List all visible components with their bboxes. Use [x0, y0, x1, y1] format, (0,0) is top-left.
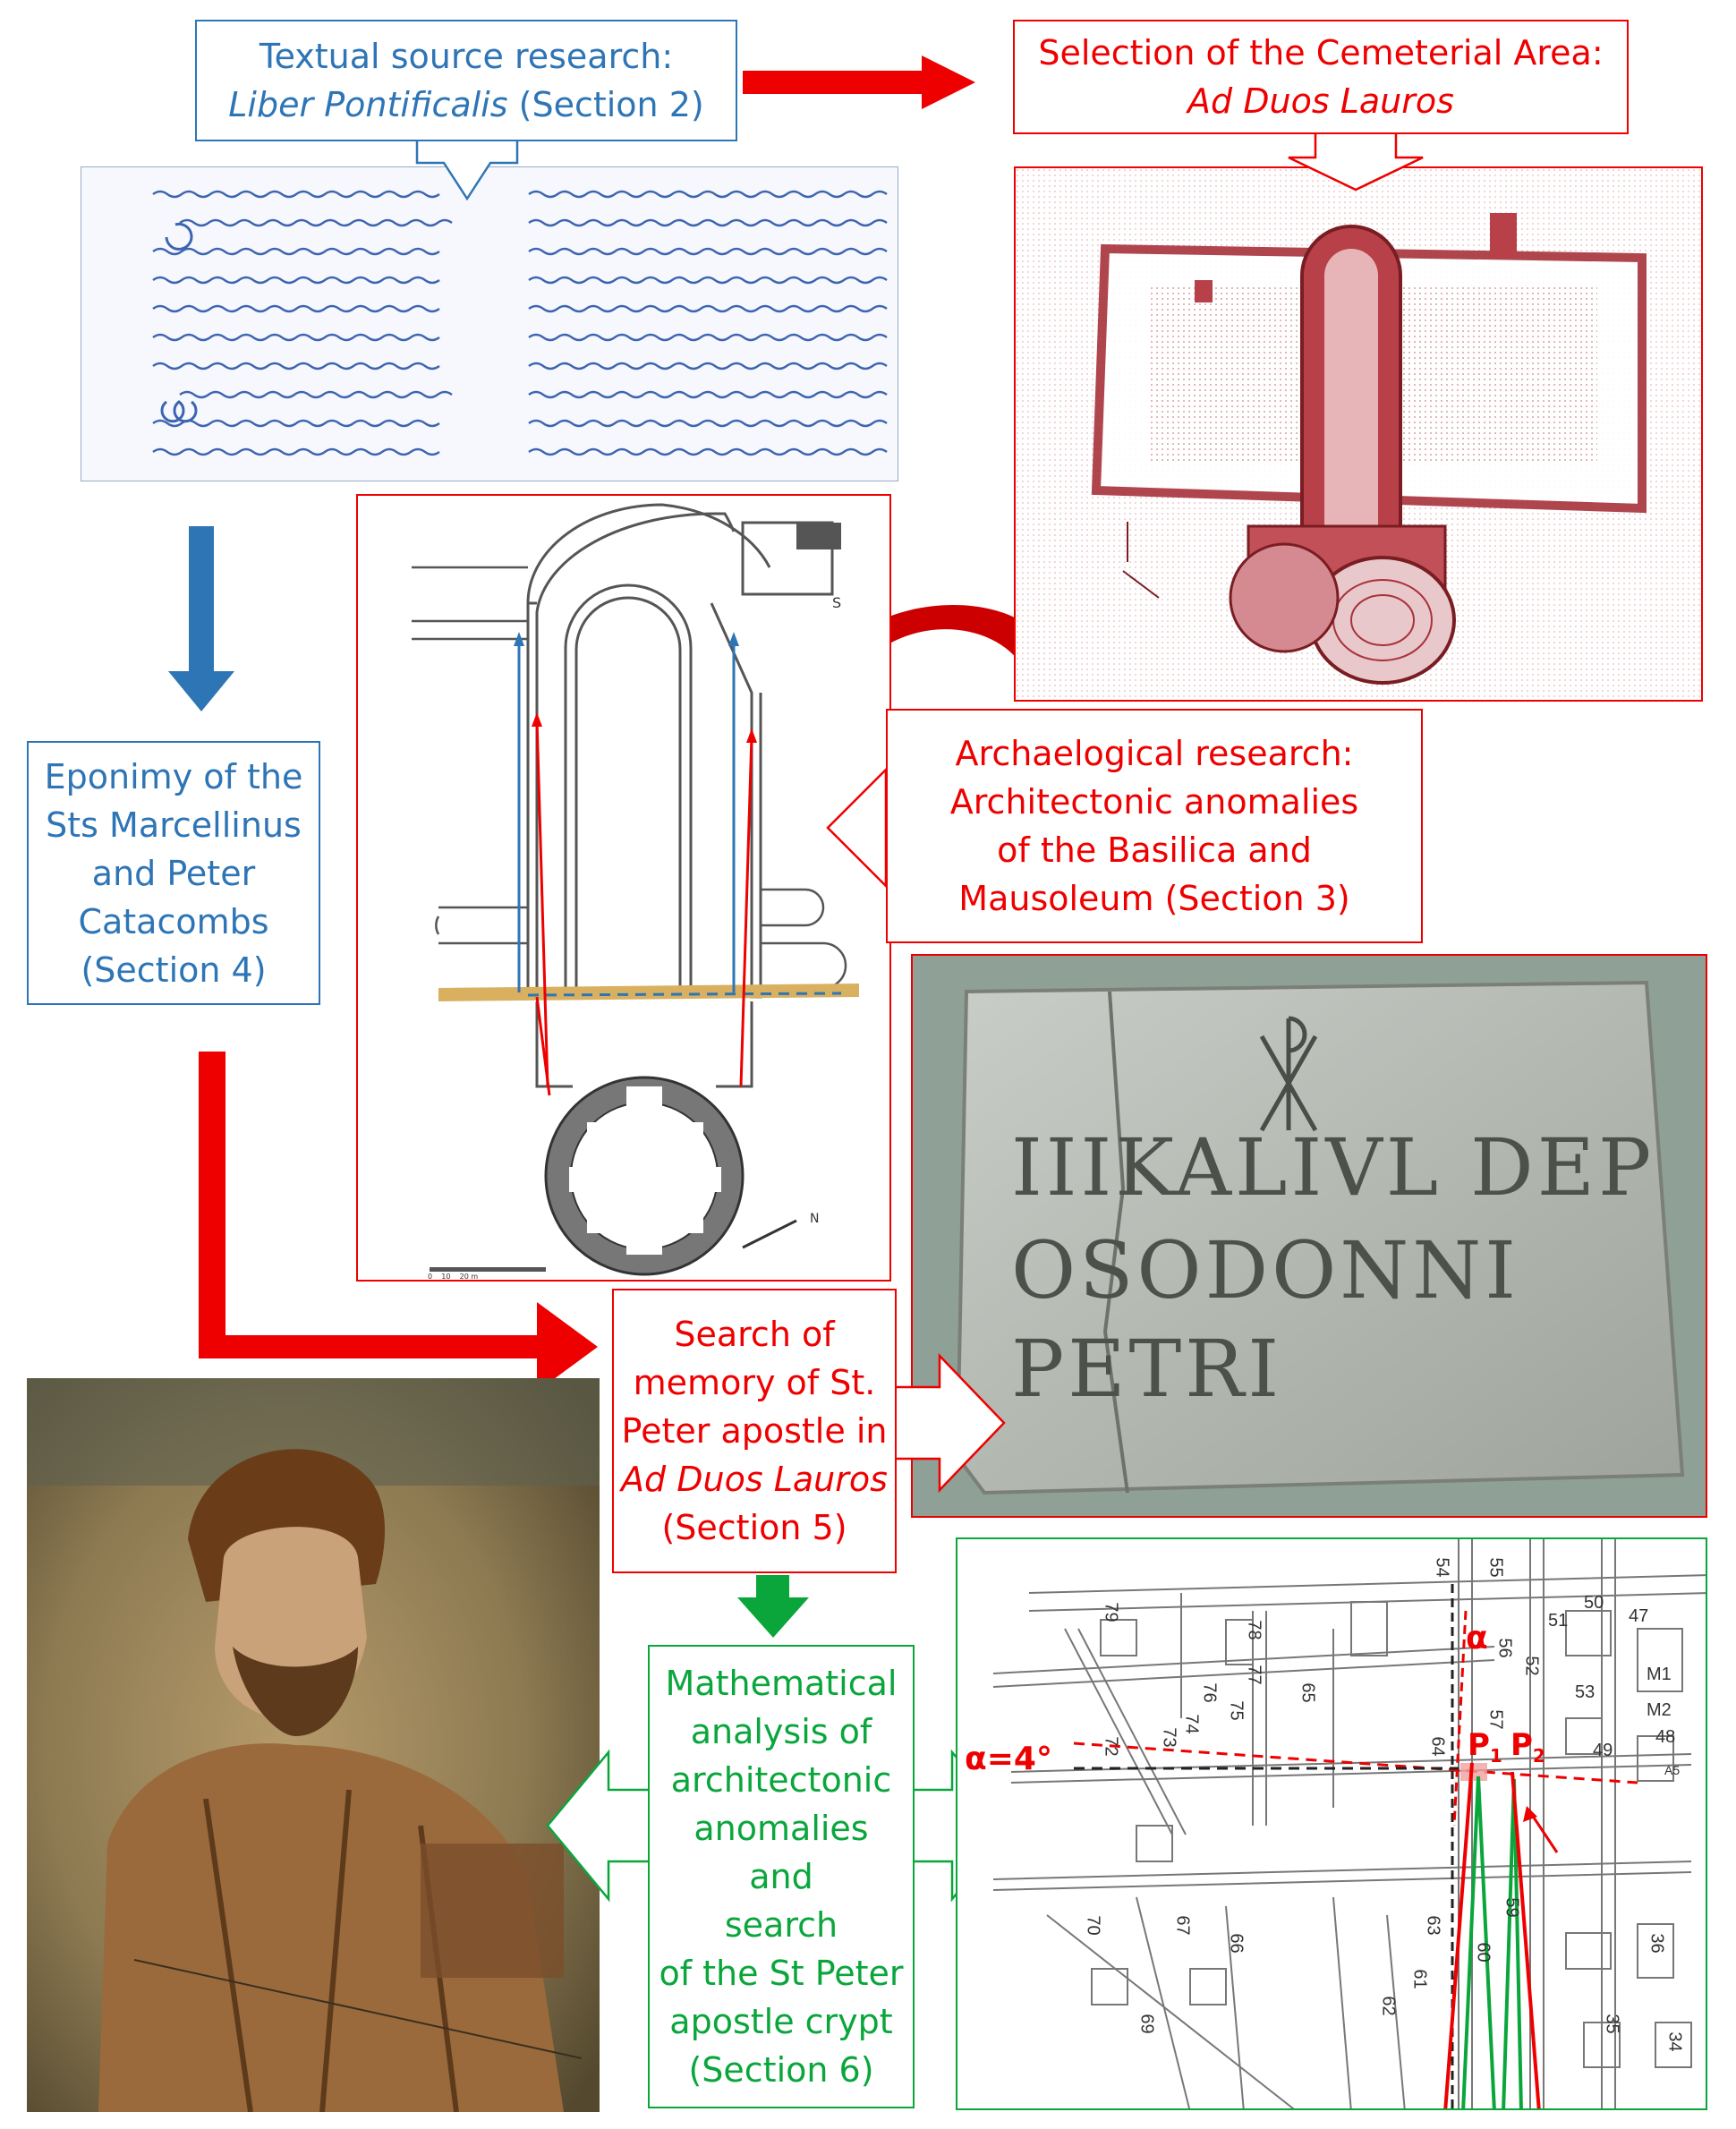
- textual-source-line2: Liber Pontificalis (Section 2): [228, 85, 704, 124]
- manuscript-image: [81, 166, 898, 481]
- map-number: 36: [1647, 1933, 1667, 1954]
- basilica-plan-image: S N 0 10 20 m: [356, 494, 891, 1282]
- inscription-line1: IIIKALIVL DEP: [1011, 1121, 1655, 1214]
- map-number: 56: [1494, 1638, 1515, 1658]
- catacomb-map: α α=4° P1 P2 54 55 79 78 50 51 47 56 52 …: [956, 1537, 1707, 2110]
- arrow-eponymy-to-search: [199, 1052, 598, 1392]
- map-number: 78: [1244, 1620, 1264, 1640]
- archaeological-research-box: Archaelogical research: Architectonic an…: [886, 709, 1423, 943]
- inscription-line2: OSODONNI: [1011, 1224, 1520, 1316]
- map-number: 34: [1664, 2031, 1685, 2052]
- cemeterial-line1: Selection of the Cemeterial Area:: [1038, 33, 1604, 72]
- map-number: 61: [1409, 1969, 1430, 1989]
- map-number: 73: [1159, 1727, 1179, 1748]
- inscription-photo: IIIKALIVL DEP OSODONNI PETRI: [911, 954, 1707, 1518]
- map-number: 67: [1172, 1915, 1193, 1936]
- cemeterial-area-box: Selection of the Cemeterial Area: Ad Duo…: [1013, 20, 1629, 134]
- map-number: 50: [1584, 1593, 1604, 1613]
- map-number: 62: [1378, 1996, 1399, 2016]
- map-alpha-label: α: [1466, 1620, 1488, 1656]
- textual-source-line1: Textual source research:: [259, 37, 674, 76]
- map-number: 59: [1502, 1897, 1522, 1918]
- liber-pontificalis: Liber Pontificalis: [228, 85, 508, 124]
- map-number: A5: [1664, 1763, 1681, 1777]
- map-number: 35: [1602, 2014, 1622, 2034]
- ad-duos-lauros: Ad Duos Lauros: [1187, 81, 1454, 121]
- map-number: 63: [1423, 1915, 1443, 1936]
- map-number: 76: [1199, 1682, 1220, 1703]
- map-number: M1: [1647, 1665, 1672, 1684]
- map-number: 57: [1485, 1709, 1506, 1730]
- math-analysis-box: Mathematical analysis of architectonic a…: [648, 1645, 915, 2108]
- plan-north-label: S: [832, 594, 842, 611]
- inscription-line3: PETRI: [1011, 1323, 1283, 1415]
- map-number: 74: [1181, 1714, 1202, 1734]
- cemeterial-image: [1014, 166, 1703, 702]
- eponymy-box: Eponimy of the Sts Marcellinus and Peter…: [27, 741, 320, 1005]
- arrow-down-green: [737, 1575, 809, 1638]
- map-number: 53: [1575, 1682, 1596, 1702]
- arrow-down-blue: [168, 526, 234, 711]
- st-peter-fresco: [27, 1378, 600, 2112]
- map-number: 47: [1629, 1606, 1649, 1626]
- map-number: 49: [1593, 1741, 1613, 1760]
- plan-scale-label: 0 10 20 m: [428, 1273, 479, 1281]
- map-number: M2: [1647, 1700, 1672, 1720]
- map-p1-label: P1: [1468, 1727, 1502, 1767]
- map-number: 79: [1101, 1602, 1121, 1622]
- map-number: 51: [1548, 1611, 1569, 1631]
- map-number: 54: [1432, 1557, 1452, 1578]
- map-number: 65: [1298, 1682, 1318, 1703]
- map-number: 55: [1485, 1557, 1506, 1578]
- map-number: 72: [1101, 1736, 1121, 1757]
- map-number: 77: [1244, 1665, 1264, 1685]
- textual-source-box: Textual source research: Liber Pontifica…: [195, 20, 737, 141]
- map-number: 69: [1136, 2014, 1157, 2034]
- search-memory-box: Search of memory of St. Peter apostle in…: [612, 1289, 897, 1573]
- map-number: 66: [1226, 1933, 1247, 1954]
- plan-north-arrow-label: N: [810, 1212, 820, 1226]
- map-number: 75: [1226, 1700, 1247, 1721]
- map-number: 64: [1427, 1736, 1448, 1757]
- map-number: 48: [1655, 1727, 1676, 1747]
- map-alpha-value-label: α=4°: [965, 1741, 1052, 1777]
- arrow-textual-to-cemeterial: [743, 55, 975, 109]
- map-number: 70: [1083, 1915, 1103, 1936]
- ad-duos-lauros-search: Ad Duos Lauros: [621, 1460, 888, 1499]
- map-number: 60: [1473, 1942, 1493, 1963]
- map-number: 52: [1521, 1656, 1542, 1676]
- map-p2-label: P2: [1510, 1727, 1545, 1767]
